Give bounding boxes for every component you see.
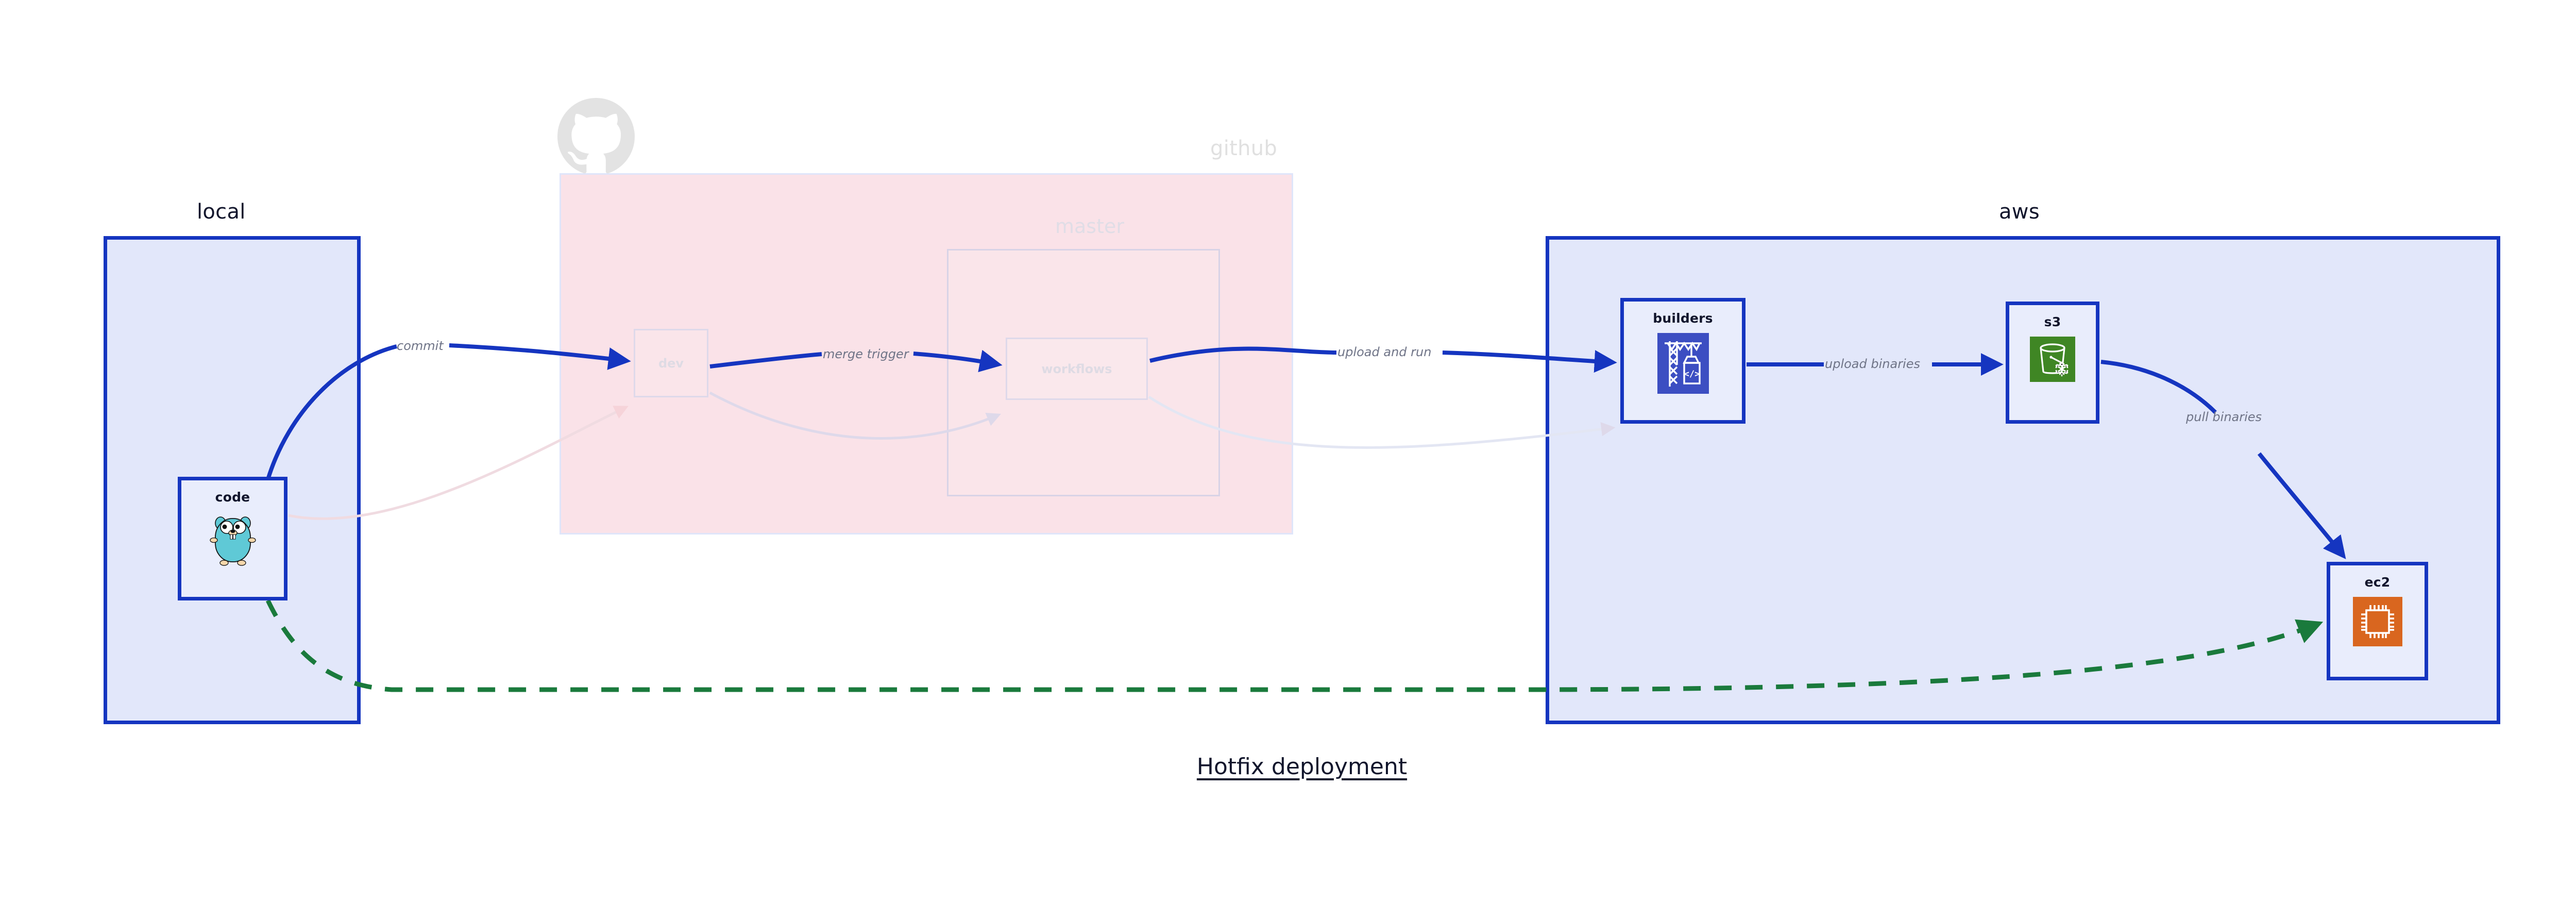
group-label-github: github [1210,137,1278,160]
edge-label-upload-and-run: upload and run [1337,345,1432,359]
node-code-label: code [215,490,250,505]
edge-label-pull-binaries: pull binaries [2186,410,2262,424]
go-gopher-icon [207,512,259,570]
node-workflows[interactable]: workflows [1006,338,1148,400]
node-ec2-label: ec2 [2364,575,2391,590]
github-octocat-icon [557,98,635,175]
node-code[interactable]: code [178,477,287,600]
svg-text:</>: </> [1684,369,1700,379]
group-label-local: local [197,200,246,224]
aws-ec2-cpu-icon [2352,597,2402,648]
node-s3[interactable]: s3 [2006,302,2099,424]
edge-label-commit: commit [397,339,444,353]
node-dev-label: dev [658,356,684,371]
diagram-title: Hotfix deployment [1196,754,1408,780]
edge-label-merge-trigger: merge trigger [823,347,909,361]
node-s3-label: s3 [2044,314,2061,329]
node-builders-label: builders [1653,311,1713,326]
subgroup-master[interactable] [947,249,1220,496]
node-dev[interactable]: dev [634,329,708,397]
node-builders[interactable]: builders < [1620,298,1745,424]
aws-codebuild-icon: </> [1657,333,1709,396]
edge-label-upload-binaries: upload binaries [1825,357,1920,371]
aws-s3-glacier-icon [2030,337,2075,384]
node-workflows-label: workflows [1041,361,1112,376]
node-ec2[interactable]: ec2 [2327,562,2428,680]
subgroup-master-label: master [1055,215,1125,238]
group-label-aws: aws [1999,200,2040,224]
